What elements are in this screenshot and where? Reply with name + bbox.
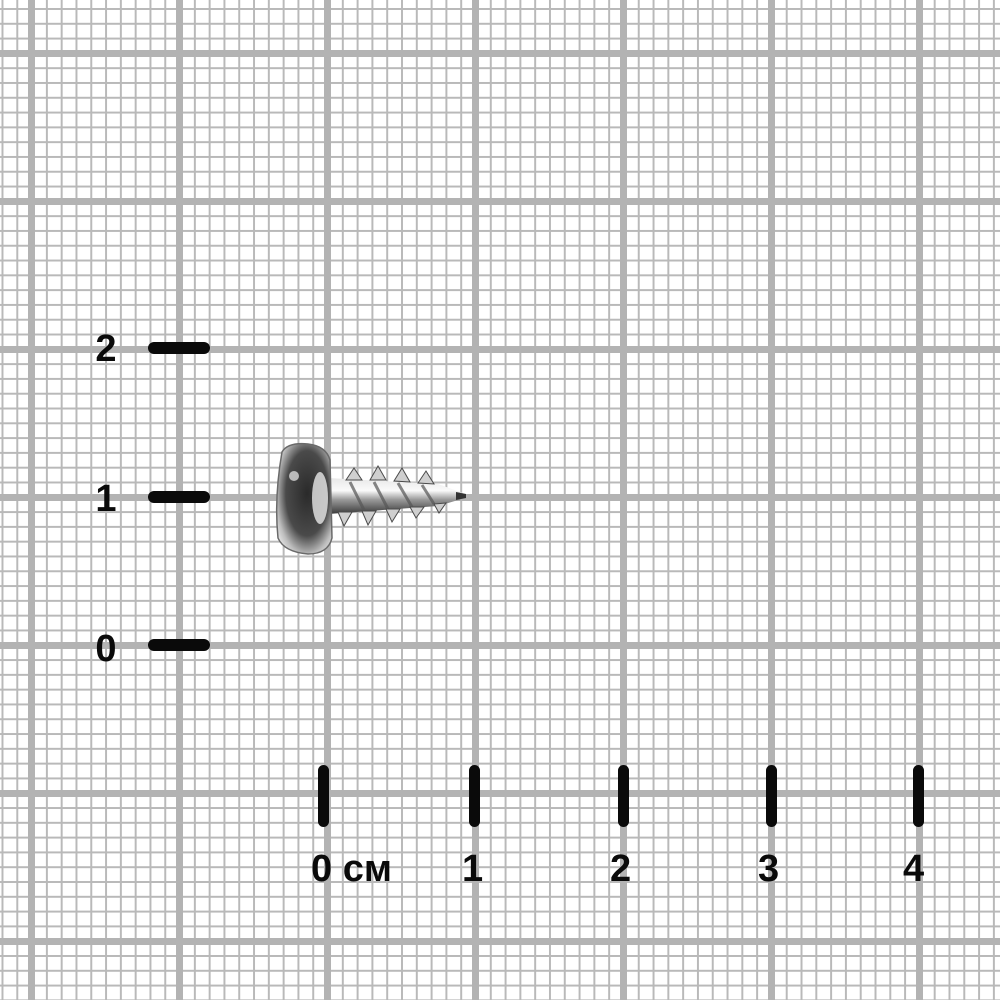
x-tick-4 [913,765,924,827]
y-label-1: 1 [95,478,117,520]
x-tick-3 [766,765,777,827]
screw-icon [275,442,466,555]
x-label-3: 3 [758,848,780,890]
y-tick-1 [148,491,210,503]
x-tick-0 [318,765,329,827]
x-label-0: 0 см [311,848,392,890]
y-tick-0 [148,639,210,651]
x-label-2: 2 [610,848,632,890]
x-label-4: 4 [903,848,925,890]
x-tick-1 [469,765,480,827]
x-label-1: 1 [462,848,484,890]
x-tick-2 [618,765,629,827]
y-label-0: 0 [95,628,117,670]
y-tick-2 [148,342,210,354]
y-label-2: 2 [95,328,117,370]
